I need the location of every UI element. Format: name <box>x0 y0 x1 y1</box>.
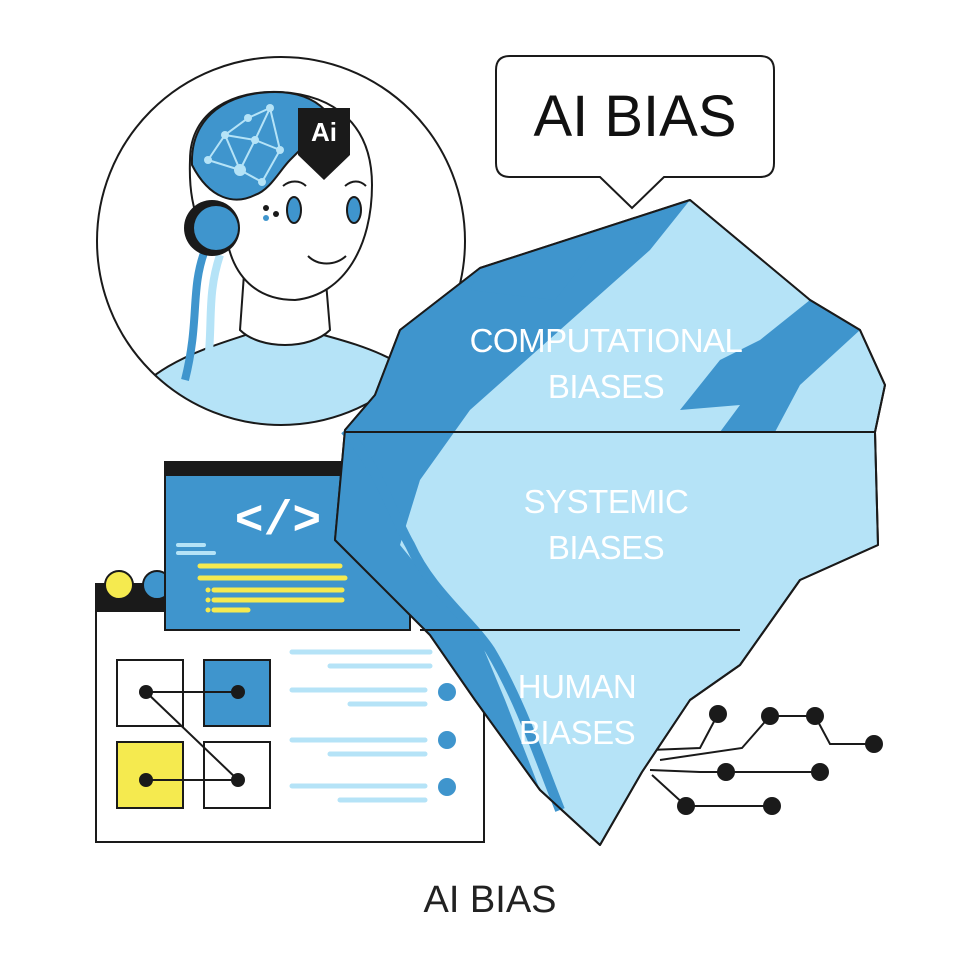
iceberg-illustration: COMPUTATIONAL BIASES SYSTEMIC BIASES HUM… <box>334 199 886 846</box>
list-bullets <box>438 683 456 796</box>
circuit-lines-icon <box>649 713 874 807</box>
caption: AI BIAS <box>423 879 556 921</box>
iceberg-layer-systemic: SYSTEMIC BIASES <box>524 483 689 566</box>
code-icon: </> <box>235 495 321 549</box>
iceberg-layer-computational: COMPUTATIONAL BIASES <box>470 322 743 405</box>
iceberg-layer-human: HUMAN BIASES <box>518 668 637 751</box>
network-diagram-icon <box>116 659 271 809</box>
svg-text:HUMAN: HUMAN <box>518 668 637 705</box>
svg-text:COMPUTATIONAL: COMPUTATIONAL <box>470 322 743 359</box>
text-lines <box>289 649 433 803</box>
svg-text:BIASES: BIASES <box>548 529 664 566</box>
svg-text:Ai: Ai <box>311 117 337 147</box>
speech-bubble: AI BIAS <box>495 55 775 210</box>
headphones-icon <box>184 200 240 256</box>
svg-text:SYSTEMIC: SYSTEMIC <box>524 483 689 520</box>
svg-text:BIASES: BIASES <box>519 714 635 751</box>
speech-bubble-text: AI BIAS <box>533 84 736 149</box>
circuit-nodes <box>677 705 883 815</box>
robot-head-avatar: Ai <box>96 56 466 426</box>
svg-text:BIASES: BIASES <box>548 368 664 405</box>
ai-badge-icon: Ai <box>298 108 350 180</box>
